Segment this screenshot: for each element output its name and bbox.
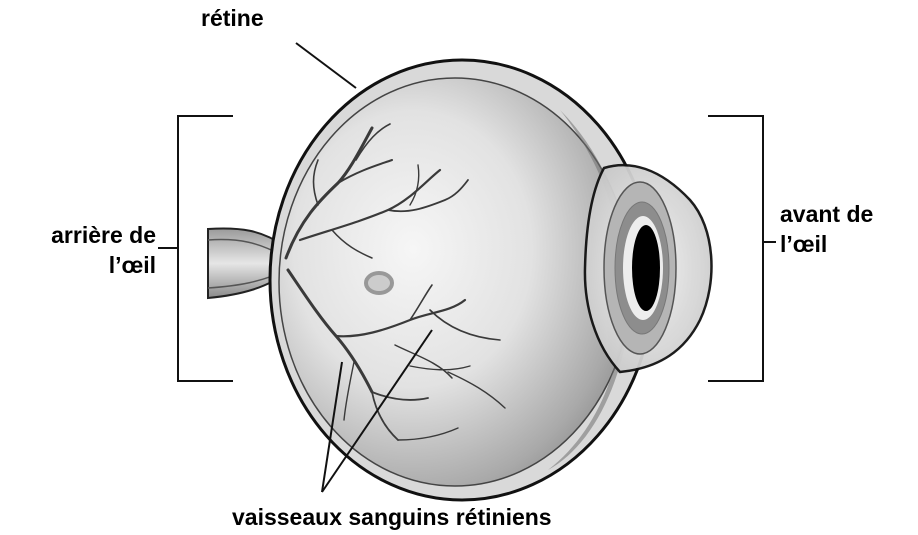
- front-of-eye-label-line2: l’œil: [780, 229, 873, 259]
- back-of-eye-label: arrière de l’œil: [10, 220, 156, 280]
- back-of-eye-label-line2: l’œil: [10, 250, 156, 280]
- back-of-eye-label-line1: arrière de: [10, 220, 156, 250]
- retinal-vessels-label: vaisseaux sanguins rétiniens: [232, 502, 552, 532]
- retina-leader-line: [296, 43, 356, 88]
- front-of-eye-label-line1: avant de: [780, 199, 873, 229]
- pupil: [632, 225, 660, 311]
- front-of-eye-bracket: [708, 116, 776, 381]
- front-of-eye-label: avant de l’œil: [780, 199, 873, 259]
- retina-label: rétine: [201, 3, 264, 33]
- macula: [366, 273, 392, 293]
